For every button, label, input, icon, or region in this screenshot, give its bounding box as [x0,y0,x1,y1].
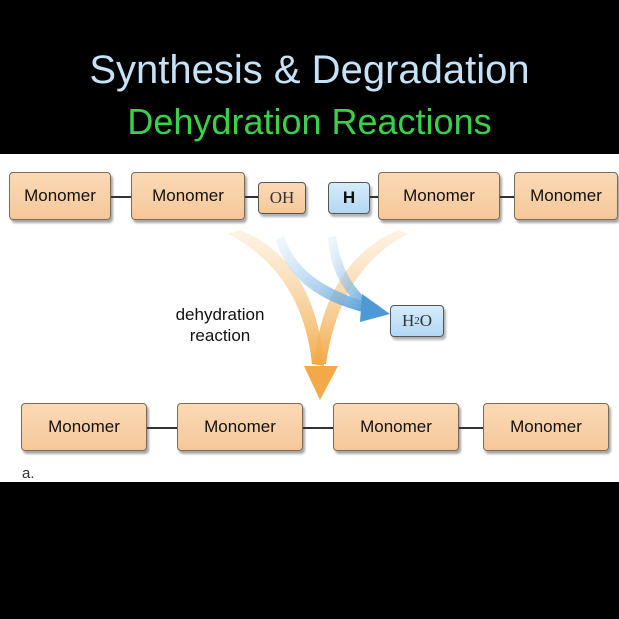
bond-line [370,196,378,198]
bond-line [111,196,131,198]
monomer-top-1: Monomer [9,172,111,220]
water-subscript: 2 [414,315,420,327]
blue-arrow-right-stroke [328,236,372,312]
bond-line [245,196,258,198]
monomer-bottom-4: Monomer [483,403,609,451]
blue-arrowhead [360,294,390,322]
panel-label: a. [22,465,35,482]
bond-line [459,427,483,429]
reaction-label-line2: reaction [189,326,251,345]
reaction-label: dehydration reaction [160,304,280,346]
dehydration-figure: Monomer Monomer OH H Monomer Monomer deh… [0,154,619,482]
monomer-top-4: Monomer [514,172,618,220]
reaction-arrows [228,230,408,400]
slide-subtitle: Dehydration Reactions [127,101,492,142]
monomer-top-2: Monomer [131,172,245,220]
bond-line [500,196,514,198]
monomer-bottom-2: Monomer [177,403,303,451]
bond-line [303,427,333,429]
monomer-bottom-3: Monomer [333,403,459,451]
monomer-top-3: Monomer [378,172,500,220]
orange-arrowhead [304,366,338,400]
bond-line [147,427,177,429]
hydrogen-group: H [328,182,370,214]
reaction-label-line1: dehydration [175,305,265,324]
monomer-bottom-1: Monomer [21,403,147,451]
orange-arrow-left-stroke [228,230,324,366]
water-h: H [401,311,415,330]
water-o: O [419,311,433,330]
hydroxyl-group: OH [258,182,306,214]
slide-title: Synthesis & Degradation [89,48,530,92]
